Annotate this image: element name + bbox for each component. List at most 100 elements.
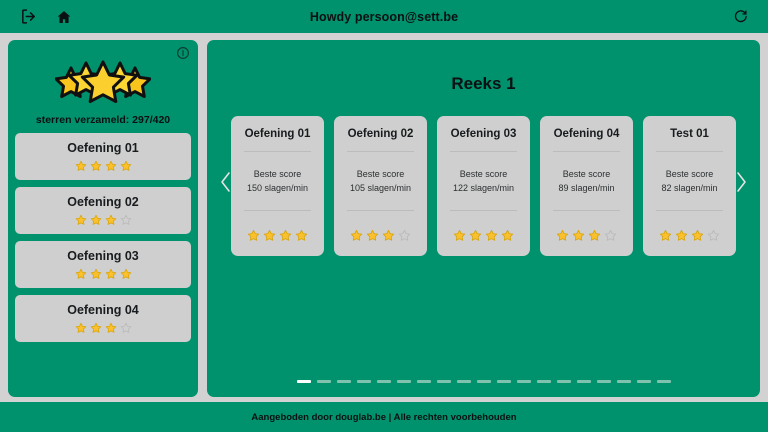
card-score-value: 82 slagen/min (661, 182, 718, 193)
star-filled-icon (588, 229, 601, 241)
star-filled-icon (556, 229, 569, 241)
footer-bar: Aangeboden door douglab.be | Alle rechte… (0, 402, 768, 432)
star-rating (659, 211, 720, 242)
home-icon[interactable] (54, 7, 74, 27)
top-bar-left-actions (18, 7, 74, 27)
pagination-dash[interactable] (616, 380, 631, 383)
top-bar-right-actions (730, 7, 750, 27)
pagination-dash[interactable] (436, 380, 451, 383)
card-score: Beste score 89 slagen/min (558, 152, 614, 210)
pagination-dash[interactable] (376, 380, 391, 383)
star-filled-icon (90, 268, 101, 279)
sidebar-panel: sterren verzameld: 297/420 Oefening 01 O… (8, 40, 198, 397)
pagination-dash[interactable] (416, 380, 431, 383)
pagination-dash[interactable] (456, 380, 471, 383)
pagination-dash[interactable] (656, 380, 671, 383)
star-filled-icon (120, 268, 131, 279)
star-filled-icon (247, 229, 260, 241)
star-empty-icon (120, 322, 131, 333)
pagination-dash[interactable] (356, 380, 371, 383)
star-filled-icon (75, 322, 86, 333)
sidebar-item-oefening-04[interactable]: Oefening 04 (15, 295, 191, 342)
star-rating (556, 211, 617, 242)
logout-icon[interactable] (18, 7, 38, 27)
star-filled-icon (469, 229, 482, 241)
card-divider-top (552, 151, 621, 152)
pagination-dash[interactable] (336, 380, 351, 383)
footer-brand-link[interactable]: douglab.be (335, 411, 386, 423)
star-filled-icon (485, 229, 498, 241)
star-filled-icon (105, 322, 116, 333)
star-filled-icon (675, 229, 688, 241)
card-score-value: 150 slagen/min (246, 182, 309, 193)
chevron-left-icon[interactable] (217, 168, 235, 196)
exercise-cards-carousel: Oefening 01 Beste score 150 slagen/min O… (219, 116, 748, 366)
pagination-dash[interactable] (296, 380, 311, 383)
pagination-dash[interactable] (636, 380, 651, 383)
pagination-dash[interactable] (596, 380, 611, 383)
card-divider-top (243, 151, 312, 152)
star-filled-icon (350, 229, 363, 241)
star-empty-icon (398, 229, 411, 241)
card-score-label: Beste score (562, 169, 611, 179)
exercise-card-oefening-02[interactable]: Oefening 02 Beste score 105 slagen/min (334, 116, 427, 256)
sidebar-item-label: Oefening 04 (67, 303, 139, 317)
card-score: Beste score 150 slagen/min (247, 152, 308, 210)
pagination-dash[interactable] (476, 380, 491, 383)
stars-collected-label: sterren verzameld: 297/420 (35, 114, 171, 126)
pagination-dash[interactable] (516, 380, 531, 383)
star-filled-icon (691, 229, 704, 241)
top-bar: Howdy persoon@sett.be (0, 0, 768, 33)
pagination-dash[interactable] (316, 380, 331, 383)
star-filled-icon (382, 229, 395, 241)
card-divider-bottom (552, 210, 621, 211)
card-score-value: 122 slagen/min (452, 182, 515, 193)
star-empty-icon (707, 229, 720, 241)
exercise-card-oefening-03[interactable]: Oefening 03 Beste score 122 slagen/min (437, 116, 530, 256)
star-rating (21, 160, 185, 172)
refresh-icon[interactable] (730, 7, 750, 27)
pagination-dash[interactable] (396, 380, 411, 383)
star-filled-icon (90, 214, 101, 225)
exercise-card-test-01[interactable]: Test 01 Beste score 82 slagen/min (643, 116, 736, 256)
main-panel: Reeks 1 Oefening 01 Beste score 150 slag… (207, 40, 760, 397)
pagination-dash[interactable] (576, 380, 591, 383)
chevron-right-icon[interactable] (732, 168, 750, 196)
sidebar-exercise-list: Oefening 01 Oefening 02 Oefening 03 Oefe… (15, 133, 191, 342)
card-score: Beste score 105 slagen/min (350, 152, 411, 210)
pagination-dash[interactable] (556, 380, 571, 383)
star-filled-icon (75, 214, 86, 225)
star-filled-icon (453, 229, 466, 241)
star-filled-icon (120, 160, 131, 171)
star-filled-icon (105, 268, 116, 279)
carousel-pagination (219, 366, 748, 387)
card-title: Oefening 03 (450, 128, 517, 140)
sidebar-item-oefening-01[interactable]: Oefening 01 (15, 133, 191, 180)
sidebar-item-oefening-02[interactable]: Oefening 02 (15, 187, 191, 234)
pagination-dash[interactable] (496, 380, 511, 383)
card-divider-bottom (449, 210, 518, 211)
star-filled-icon (572, 229, 585, 241)
sidebar-item-label: Oefening 02 (67, 195, 139, 209)
star-empty-icon (604, 229, 617, 241)
exercise-card-oefening-04[interactable]: Oefening 04 Beste score 89 slagen/min (540, 116, 633, 256)
footer-prefix: Aangeboden door (251, 411, 336, 423)
star-filled-icon (75, 160, 86, 171)
card-score: Beste score 122 slagen/min (453, 152, 514, 210)
exercise-card-oefening-01[interactable]: Oefening 01 Beste score 150 slagen/min (231, 116, 324, 256)
card-score-label: Beste score (356, 169, 405, 179)
pagination-dash[interactable] (536, 380, 551, 383)
star-rating (21, 322, 185, 334)
sidebar-item-oefening-03[interactable]: Oefening 03 (15, 241, 191, 288)
info-icon[interactable] (176, 46, 190, 60)
card-divider-top (346, 151, 415, 152)
star-filled-icon (295, 229, 308, 241)
star-filled-icon (90, 160, 101, 171)
sidebar-item-label: Oefening 01 (67, 141, 139, 155)
star-filled-icon (501, 229, 514, 241)
star-rating (350, 211, 411, 242)
card-title: Oefening 04 (553, 128, 620, 140)
card-score-label: Beste score (459, 169, 508, 179)
card-score-value: 89 slagen/min (558, 182, 615, 193)
